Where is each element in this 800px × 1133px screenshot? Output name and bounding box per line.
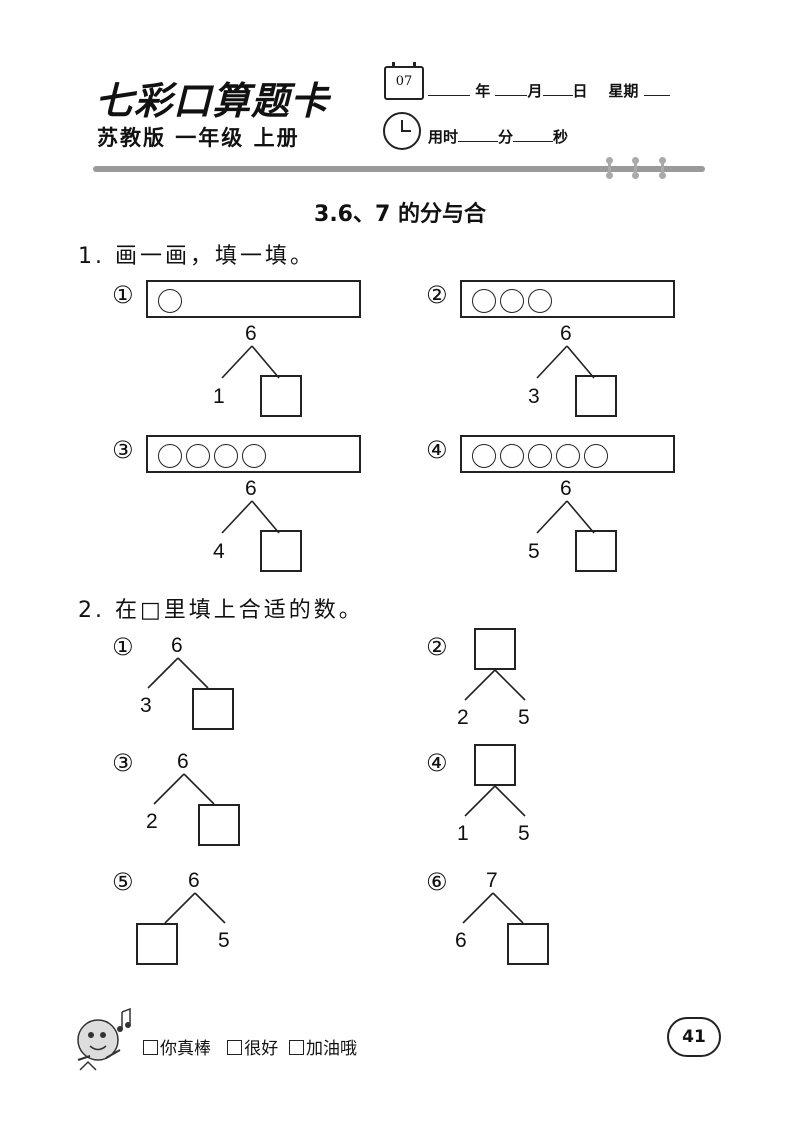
item-marker: ① — [112, 633, 134, 661]
part-number: 1 — [457, 822, 469, 845]
question-1-heading: 1. 画一画，填一填。 — [78, 244, 315, 269]
item-marker: ② — [426, 281, 448, 309]
answer-box[interactable] — [136, 923, 178, 965]
item-marker: ③ — [112, 436, 134, 464]
answer-box[interactable] — [474, 628, 516, 670]
second-blank[interactable] — [513, 127, 554, 142]
rating-label-keep-going: 加油哦 — [306, 1039, 358, 1059]
counter-circle — [500, 289, 524, 313]
item-marker: ② — [426, 633, 448, 661]
counter-circle — [158, 444, 182, 468]
answer-box[interactable] — [575, 375, 617, 417]
item-marker: ④ — [426, 436, 448, 464]
counter-circle — [472, 444, 496, 468]
item-marker: ⑥ — [426, 868, 448, 896]
drawing-box[interactable] — [146, 280, 361, 318]
counter-circle — [242, 444, 266, 468]
counter-circle — [186, 444, 210, 468]
drawing-box[interactable] — [460, 280, 675, 318]
answer-box[interactable] — [192, 688, 234, 730]
counter-circle — [528, 444, 552, 468]
time-used-label: 用时 — [428, 128, 459, 146]
weekday-blank[interactable] — [643, 81, 670, 96]
part-number: 2 — [457, 706, 469, 729]
part-number: 2 — [146, 810, 158, 833]
month-label: 月 — [527, 82, 543, 100]
total-number: 6 — [245, 322, 257, 345]
part-number: 1 — [213, 385, 225, 408]
answer-box[interactable] — [507, 923, 549, 965]
day-blank[interactable] — [542, 81, 573, 96]
year-label: 年 — [475, 82, 491, 100]
total-number: 6 — [245, 477, 257, 500]
item-marker: ④ — [426, 749, 448, 777]
total-number: 6 — [560, 322, 572, 345]
rating-label-great: 你真棒 — [160, 1039, 211, 1059]
drawing-box[interactable] — [460, 435, 675, 473]
answer-box[interactable] — [474, 744, 516, 786]
time-fields: 用时 分 秒 — [428, 126, 568, 147]
date-fields: 年 月 日 星期 — [428, 80, 670, 101]
counter-circle — [556, 444, 580, 468]
calendar-icon: 07 — [384, 62, 424, 100]
part-number: 5 — [218, 929, 230, 952]
counter-circle — [214, 444, 238, 468]
answer-box[interactable] — [260, 375, 302, 417]
whole-number: 6 — [171, 634, 183, 657]
clock-icon — [383, 112, 421, 150]
part-number: 6 — [455, 929, 467, 952]
item-marker: ⑤ — [112, 868, 134, 896]
counter-circle — [472, 289, 496, 313]
whole-number: 6 — [177, 750, 189, 773]
whole-number: 6 — [188, 869, 200, 892]
binder-pin — [606, 157, 613, 179]
item-marker: ① — [112, 281, 134, 309]
day-label: 日 — [572, 82, 588, 100]
part-number: 5 — [518, 822, 530, 845]
rating-checkbox-great[interactable] — [143, 1040, 158, 1055]
item-marker: ③ — [112, 749, 134, 777]
counter-circle — [584, 444, 608, 468]
year-blank[interactable] — [428, 81, 470, 96]
counter-circle — [528, 289, 552, 313]
brand-title: 七彩口算题卡 — [95, 78, 330, 123]
rating-label-good: 很好 — [244, 1039, 279, 1059]
minute-blank[interactable] — [458, 127, 499, 142]
part-number: 4 — [213, 540, 225, 563]
part-number: 3 — [140, 694, 152, 717]
answer-box[interactable] — [260, 530, 302, 572]
calendar-day: 07 — [395, 74, 413, 89]
rating-checkbox-good[interactable] — [227, 1040, 243, 1055]
edition-label: 苏教版 一年级 上册 — [97, 126, 300, 150]
counter-circle — [158, 289, 182, 313]
counter-circle — [500, 444, 524, 468]
part-number: 5 — [528, 540, 540, 563]
rating-checkbox-keep-going[interactable] — [289, 1040, 305, 1055]
drawing-box[interactable] — [146, 435, 361, 473]
total-number: 6 — [560, 477, 572, 500]
minute-label: 分 — [498, 128, 514, 146]
header-divider — [93, 157, 705, 179]
weekday-label: 星期 — [608, 82, 639, 100]
page-number: 41 — [667, 1017, 721, 1057]
part-number: 3 — [528, 385, 540, 408]
answer-box[interactable] — [575, 530, 617, 572]
answer-box[interactable] — [198, 804, 240, 846]
second-label: 秒 — [553, 128, 569, 146]
mascot-icon — [77, 1007, 131, 1071]
part-number: 5 — [518, 706, 530, 729]
question-2-heading: 2. 在□里填上合适的数。 — [78, 598, 364, 623]
binder-pin — [632, 157, 639, 179]
self-rating: 你真棒 很好 加油哦 — [143, 1034, 357, 1059]
binder-pin — [659, 157, 666, 179]
month-blank[interactable] — [495, 81, 528, 96]
page-title: 3.6、7 的分与合 — [314, 202, 486, 227]
whole-number: 7 — [486, 869, 498, 892]
